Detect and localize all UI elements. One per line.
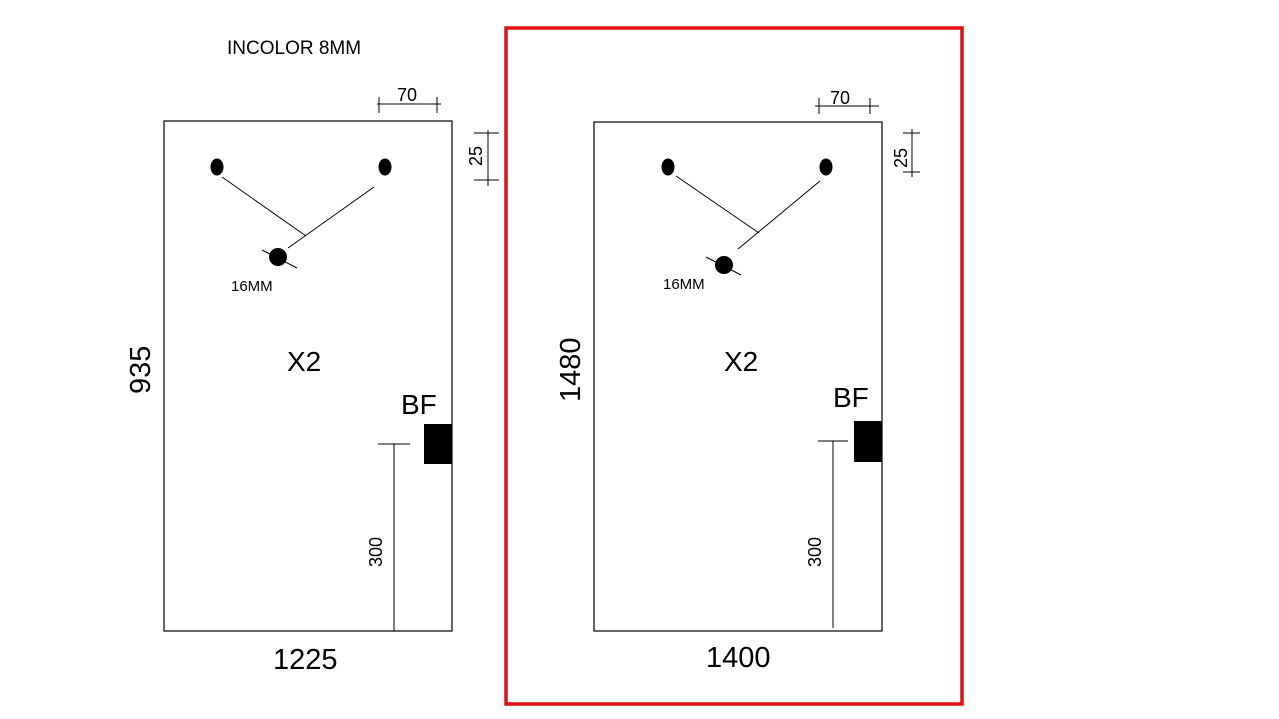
panel-2-outline <box>593 121 883 632</box>
panel-2-top-offset-label: 25 <box>891 148 911 168</box>
panel-1-hole-right <box>378 158 392 176</box>
material-title: INCOLOR 8MM <box>227 38 361 59</box>
panel-2-hole-label: 16MM <box>663 276 705 293</box>
panel-2-bf-label: BF <box>833 382 869 413</box>
panel-1-top-offset-dimension: 25 <box>466 130 499 186</box>
panel-2-bf-height-dimension: 300 <box>805 440 848 628</box>
panel-1-quantity: X2 <box>287 346 321 377</box>
panel-2-width-label: 1400 <box>706 642 771 674</box>
panel-1-bf-height-dimension: 300 <box>366 443 410 631</box>
highlight-frame <box>504 26 964 706</box>
panel-1-edge-offset-dimension: 70 <box>377 85 441 113</box>
panel-1-height-label: 935 <box>125 346 157 394</box>
panel-1-bf-block <box>424 424 452 464</box>
panel-1-leader-left <box>221 176 307 237</box>
panel-1-edge-offset-label: 70 <box>397 85 417 105</box>
panel-2-edge-offset-dimension: 70 <box>815 88 879 114</box>
panel-1: 70 25 16MM X2 BF 300 1225 935 <box>125 85 499 676</box>
panel-2-bf-block <box>854 421 882 462</box>
panel-2-leader-left <box>675 175 760 234</box>
panel-2-bf-height-label: 300 <box>805 537 825 567</box>
panel-1-outline <box>163 120 453 632</box>
panel-2-edge-offset-label: 70 <box>830 88 850 108</box>
panel-1-hole-center <box>269 248 287 266</box>
panel-2-hole-right <box>819 158 833 176</box>
panel-1-hole-label: 16MM <box>231 278 273 295</box>
panel-2-leader-right <box>737 180 821 250</box>
panel-2-hole-center <box>715 256 733 274</box>
panel-1-bf-label: BF <box>401 389 437 420</box>
panel-1-top-offset-label: 25 <box>466 146 486 166</box>
panel-1-bf-height-label: 300 <box>366 537 386 567</box>
panel-1-hole-left <box>210 158 224 176</box>
panel-1-width-label: 1225 <box>273 644 338 676</box>
panel-1-leader-right <box>287 186 375 249</box>
panel-2-hole-left <box>661 158 675 176</box>
panel-2-quantity: X2 <box>724 346 758 377</box>
panel-2-top-offset-dimension: 25 <box>891 129 920 177</box>
panel-2: 70 25 16MM X2 BF 300 1400 1480 <box>555 88 920 674</box>
panel-2-height-label: 1480 <box>555 337 587 402</box>
